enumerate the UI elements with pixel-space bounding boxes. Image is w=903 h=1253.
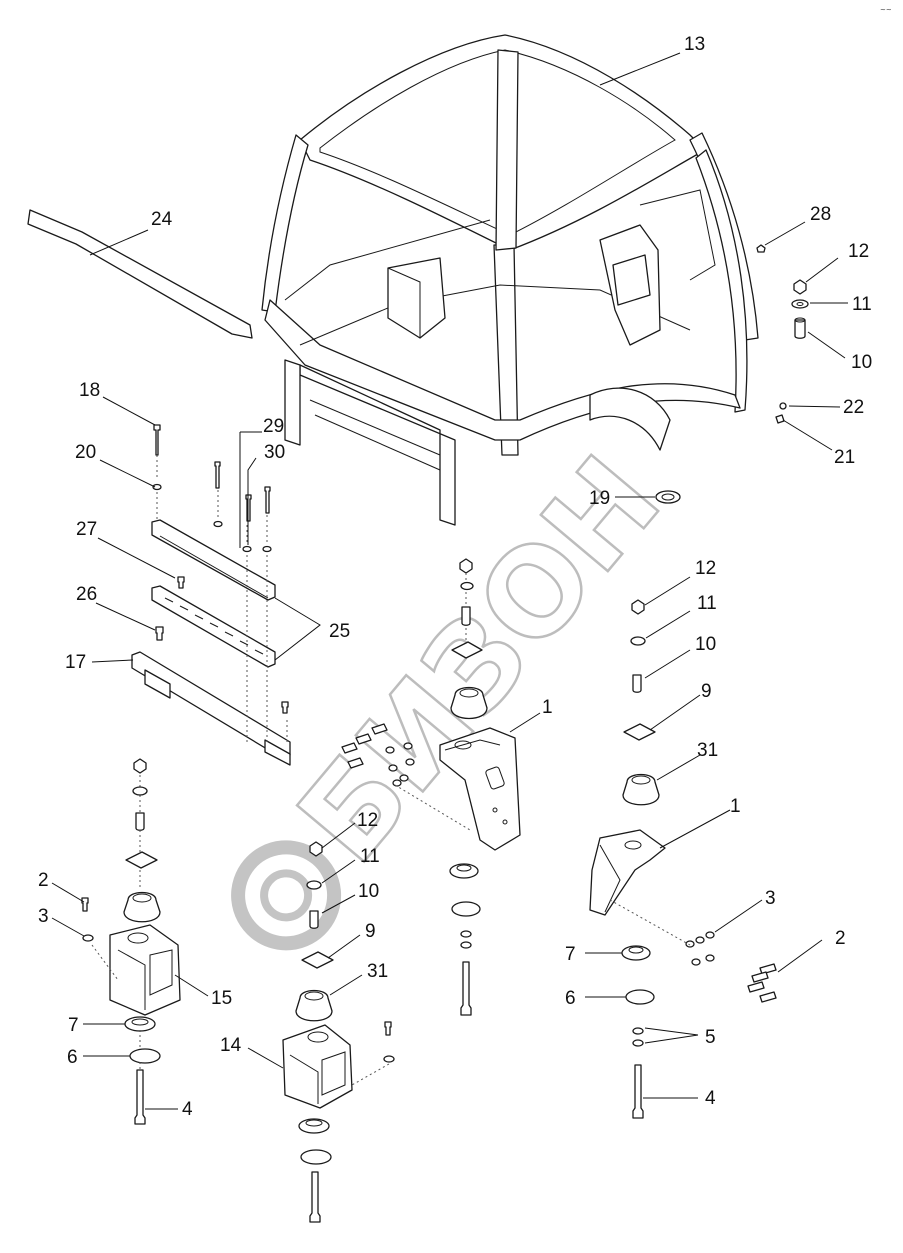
callout-11-upper-right: 11 [852, 294, 872, 315]
callout-28: 28 [810, 204, 831, 225]
callout-13: 13 [684, 34, 705, 55]
callout-2-right: 2 [835, 928, 846, 949]
callout-6-left: 6 [67, 1047, 78, 1068]
leader-lines [51, 52, 848, 1110]
callout-11-lower: 11 [360, 846, 380, 867]
callout-10-upper-right: 10 [851, 352, 872, 373]
callout-2-left: 2 [38, 870, 49, 891]
callout-25: 25 [329, 621, 350, 642]
callout-labels: 13 24 28 12 11 10 22 21 19 18 20 29 30 2… [38, 34, 872, 1120]
callout-4-right: 4 [705, 1088, 716, 1109]
callout-29: 29 [263, 416, 284, 437]
bracket-1-centre [439, 727, 521, 851]
lower-left-mount-stack [282, 841, 395, 1223]
callout-10-lower: 10 [358, 881, 379, 902]
cab-frame [261, 34, 759, 526]
trim-strip [27, 209, 253, 339]
callout-10-right: 10 [695, 634, 716, 655]
callout-15: 15 [211, 988, 232, 1009]
callout-4-left: 4 [182, 1099, 193, 1120]
callout-7-right: 7 [565, 944, 576, 965]
callout-31-right: 31 [697, 740, 718, 761]
callout-9-lower: 9 [365, 921, 376, 942]
callout-21: 21 [834, 447, 855, 468]
centre-bolts-and-nuts [341, 723, 471, 831]
callout-3-left: 3 [38, 906, 49, 927]
callout-12-upper-right: 12 [848, 241, 869, 262]
callout-31-lower: 31 [367, 961, 388, 982]
callout-19: 19 [589, 488, 610, 509]
callout-5: 5 [705, 1027, 716, 1048]
callout-1-centre: 1 [542, 697, 553, 718]
callout-18: 18 [79, 380, 100, 401]
callout-3-right: 3 [765, 888, 776, 909]
callout-11-right: 11 [697, 593, 717, 614]
right-mount-stack [589, 599, 777, 1119]
centre-mount-stack [450, 558, 488, 720]
callout-12-lower: 12 [357, 810, 378, 831]
callout-30: 30 [264, 442, 285, 463]
callout-17: 17 [65, 652, 86, 673]
callout-9-right: 9 [701, 681, 712, 702]
left-front-mount-stack [81, 758, 181, 1125]
callout-1-right: 1 [730, 796, 741, 817]
callout-7-left: 7 [68, 1015, 79, 1036]
callout-14: 14 [220, 1035, 242, 1056]
callout-12-right: 12 [695, 558, 716, 579]
callout-22: 22 [843, 397, 864, 418]
callout-6-right: 6 [565, 988, 576, 1009]
corner-mark: ~~ [880, 6, 892, 14]
callout-24: 24 [151, 209, 173, 230]
callout-27: 27 [76, 519, 97, 540]
callout-26: 26 [76, 584, 97, 605]
centre-lower-stack [449, 863, 481, 1016]
left-rails [131, 424, 291, 880]
callout-20: 20 [75, 442, 96, 463]
